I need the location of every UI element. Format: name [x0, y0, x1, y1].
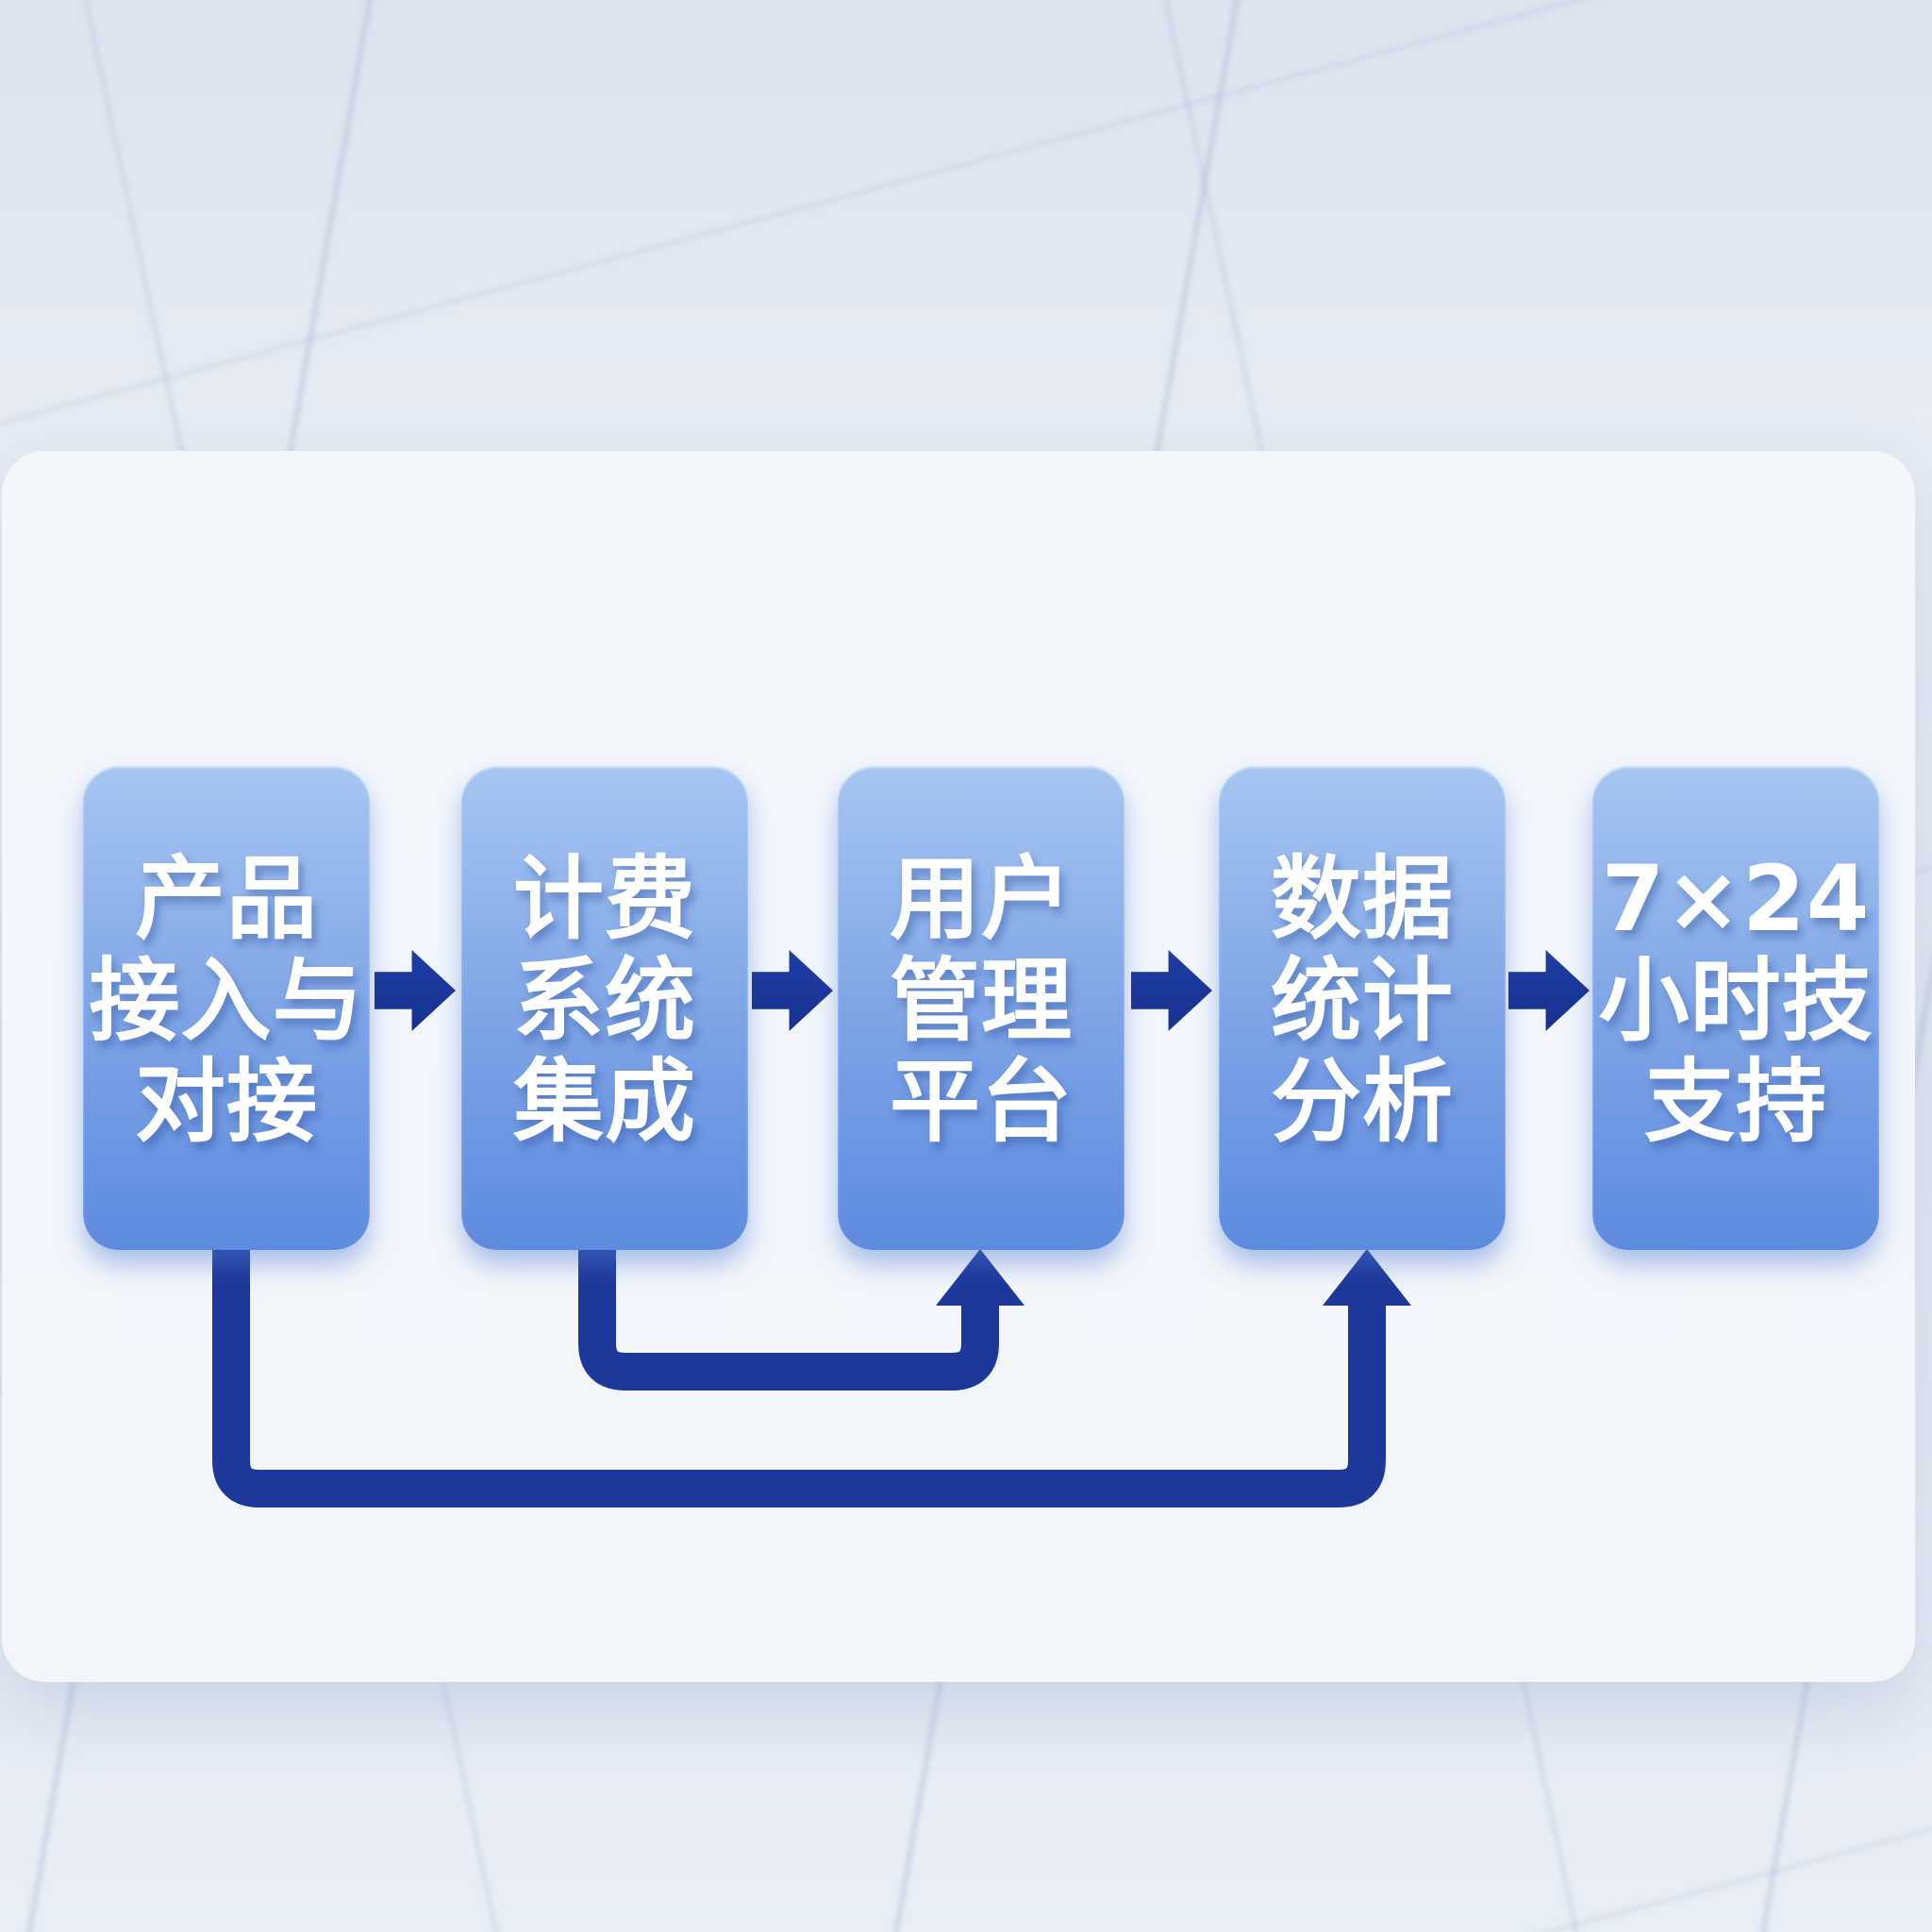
- flow-step-2-line: 计费: [513, 846, 696, 953]
- flow-step-2: 计费 系统 集成: [461, 766, 748, 1250]
- flow-step-3: 用户 管理 平台: [838, 766, 1124, 1250]
- flow-step-4: 数据 统计 分析: [1219, 766, 1506, 1250]
- flow-step-3-line: 用户: [890, 846, 1073, 953]
- flow-step-5-line: 支持: [1644, 1049, 1827, 1156]
- flow-step-4-line: 统计: [1271, 947, 1454, 1054]
- flow-step-5: 7×24 小时技 支持: [1592, 766, 1879, 1250]
- flow-step-1-line: 产品: [135, 846, 318, 953]
- flow-step-3-line: 管理: [890, 947, 1073, 1054]
- flow-step-4-line: 数据: [1271, 846, 1454, 953]
- flow-step-2-line: 系统: [513, 947, 696, 1054]
- flow-step-5-line: 7×24: [1601, 846, 1871, 953]
- flow-step-4-line: 分析: [1271, 1049, 1454, 1156]
- flow-step-1: 产品 接入与 对接: [83, 766, 370, 1250]
- flow-step-3-line: 平台: [890, 1049, 1073, 1156]
- flow-step-5-line: 小时技: [1598, 947, 1874, 1054]
- flow-step-1-line: 接入与: [89, 947, 364, 1054]
- flow-step-2-line: 集成: [513, 1049, 696, 1156]
- flow-step-1-line: 对接: [135, 1049, 318, 1156]
